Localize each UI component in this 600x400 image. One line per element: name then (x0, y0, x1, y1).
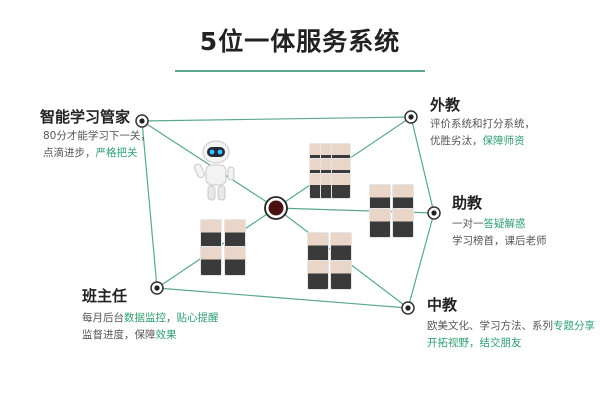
node-title-foreign-teacher: 外教 (430, 96, 461, 114)
node-dot-tl (135, 114, 149, 128)
teacher-photo (224, 219, 246, 249)
node-title-assistant: 助教 (452, 194, 483, 212)
teacher-photo (307, 260, 329, 290)
node-desc-foreign-teacher: 评价系统和打分系统， 优胜劣汰，保障师资 (430, 118, 535, 147)
robot-icon (193, 140, 235, 201)
node-dot-bl (150, 281, 164, 295)
node-desc-assistant: 一对一答疑解惑 学习榜首，课后老师 (452, 218, 547, 247)
teacher-photo (307, 232, 329, 262)
node-desc-chinese-teacher: 欧美文化、学习方法、系列专题分享 开拓视野，结交朋友 (427, 320, 595, 349)
edge-br-bl (156, 287, 409, 309)
node-title-chinese-teacher: 中教 (427, 296, 458, 314)
node-dot-r (427, 206, 441, 220)
edge-tr-r (410, 116, 435, 214)
title-underline (175, 70, 425, 72)
teacher-photo (331, 173, 351, 199)
center-hub (264, 196, 288, 220)
node-desc-butler: 80分才能学习下一关， 点滴进步，严格把关 (43, 130, 151, 159)
edge-bl-tl (141, 120, 158, 289)
teacher-photo (330, 260, 352, 290)
node-title-butler: 智能学习管家 (40, 108, 131, 126)
node-title-homeroom: 班主任 (82, 287, 128, 305)
teacher-photo (224, 246, 246, 276)
node-desc-homeroom: 每月后台数据监控，贴心提醒 监督进度，保障效果 (82, 312, 219, 341)
node-dot-tr (404, 110, 418, 124)
teacher-photo (392, 208, 414, 238)
teacher-photo (200, 219, 222, 249)
page-title: 5位一体服务系统 (199, 27, 401, 56)
node-dot-br (401, 301, 415, 315)
edge-tl-tr (141, 116, 412, 122)
edge-r-br (407, 212, 435, 309)
teacher-photo (200, 246, 222, 276)
spoke-tl (141, 120, 277, 209)
teacher-photo (330, 232, 352, 262)
teacher-photo (369, 208, 391, 238)
